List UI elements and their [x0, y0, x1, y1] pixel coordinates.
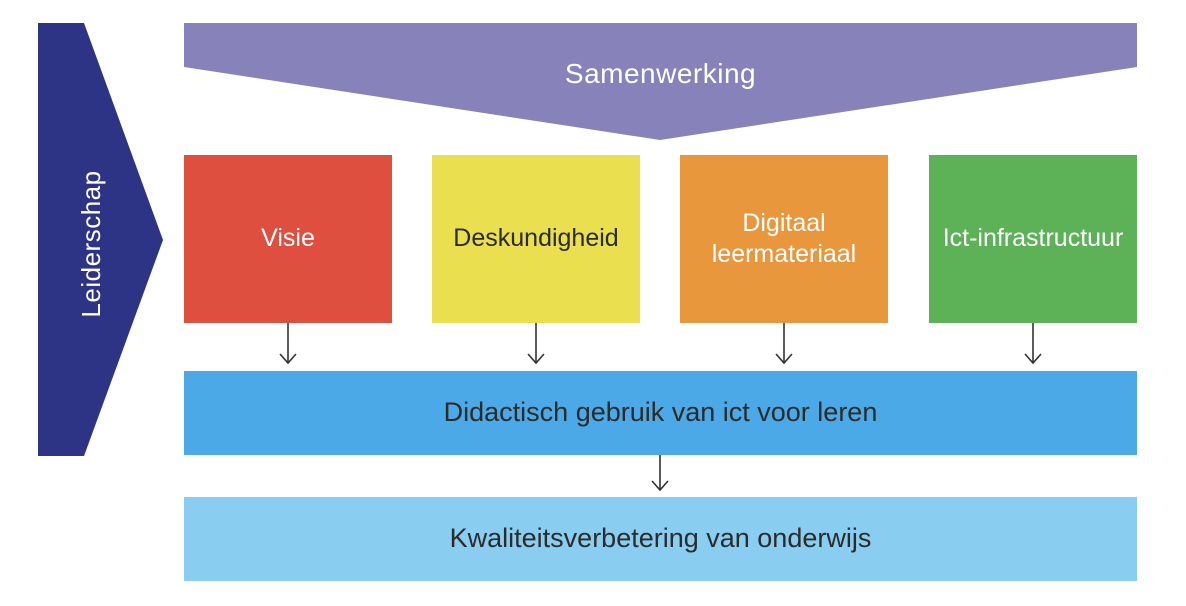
- arrow-didactic-down: [651, 455, 669, 492]
- collaboration-banner: [184, 23, 1137, 140]
- arrow-visie-down: [279, 323, 297, 365]
- arrow-deskundigheid-down: [527, 323, 545, 365]
- pillar-box-deskundigheid: [432, 155, 640, 323]
- leadership-chevron: [38, 23, 163, 456]
- pillar-label-ict-infrastructuur: Ict-infrastructuur: [942, 224, 1124, 253]
- collaboration-label: Samenwerking: [564, 57, 757, 89]
- leadership-label: Leiderschap: [75, 170, 106, 318]
- pillar-label-visie: Visie: [261, 224, 315, 253]
- pillar-box-visie: [184, 155, 392, 323]
- quality-band: [184, 497, 1137, 581]
- pillar-box-digitaal-leermateriaal: [680, 155, 888, 323]
- didactic-band: [184, 371, 1137, 455]
- quality-label: Kwaliteitsverbetering van onderwijs: [449, 523, 872, 554]
- pillar-box-ict-infrastructuur: [929, 155, 1137, 323]
- arrow-infrastructuur-down: [1024, 323, 1042, 365]
- pillar-label-deskundigheid: Deskundigheid: [453, 224, 619, 253]
- arrow-leermateriaal-down: [775, 323, 793, 365]
- pillar-label-digitaal-leermateriaal: Digitaal leermateriaal: [711, 208, 857, 268]
- didactic-label: Didactisch gebruik van ict voor leren: [443, 397, 878, 428]
